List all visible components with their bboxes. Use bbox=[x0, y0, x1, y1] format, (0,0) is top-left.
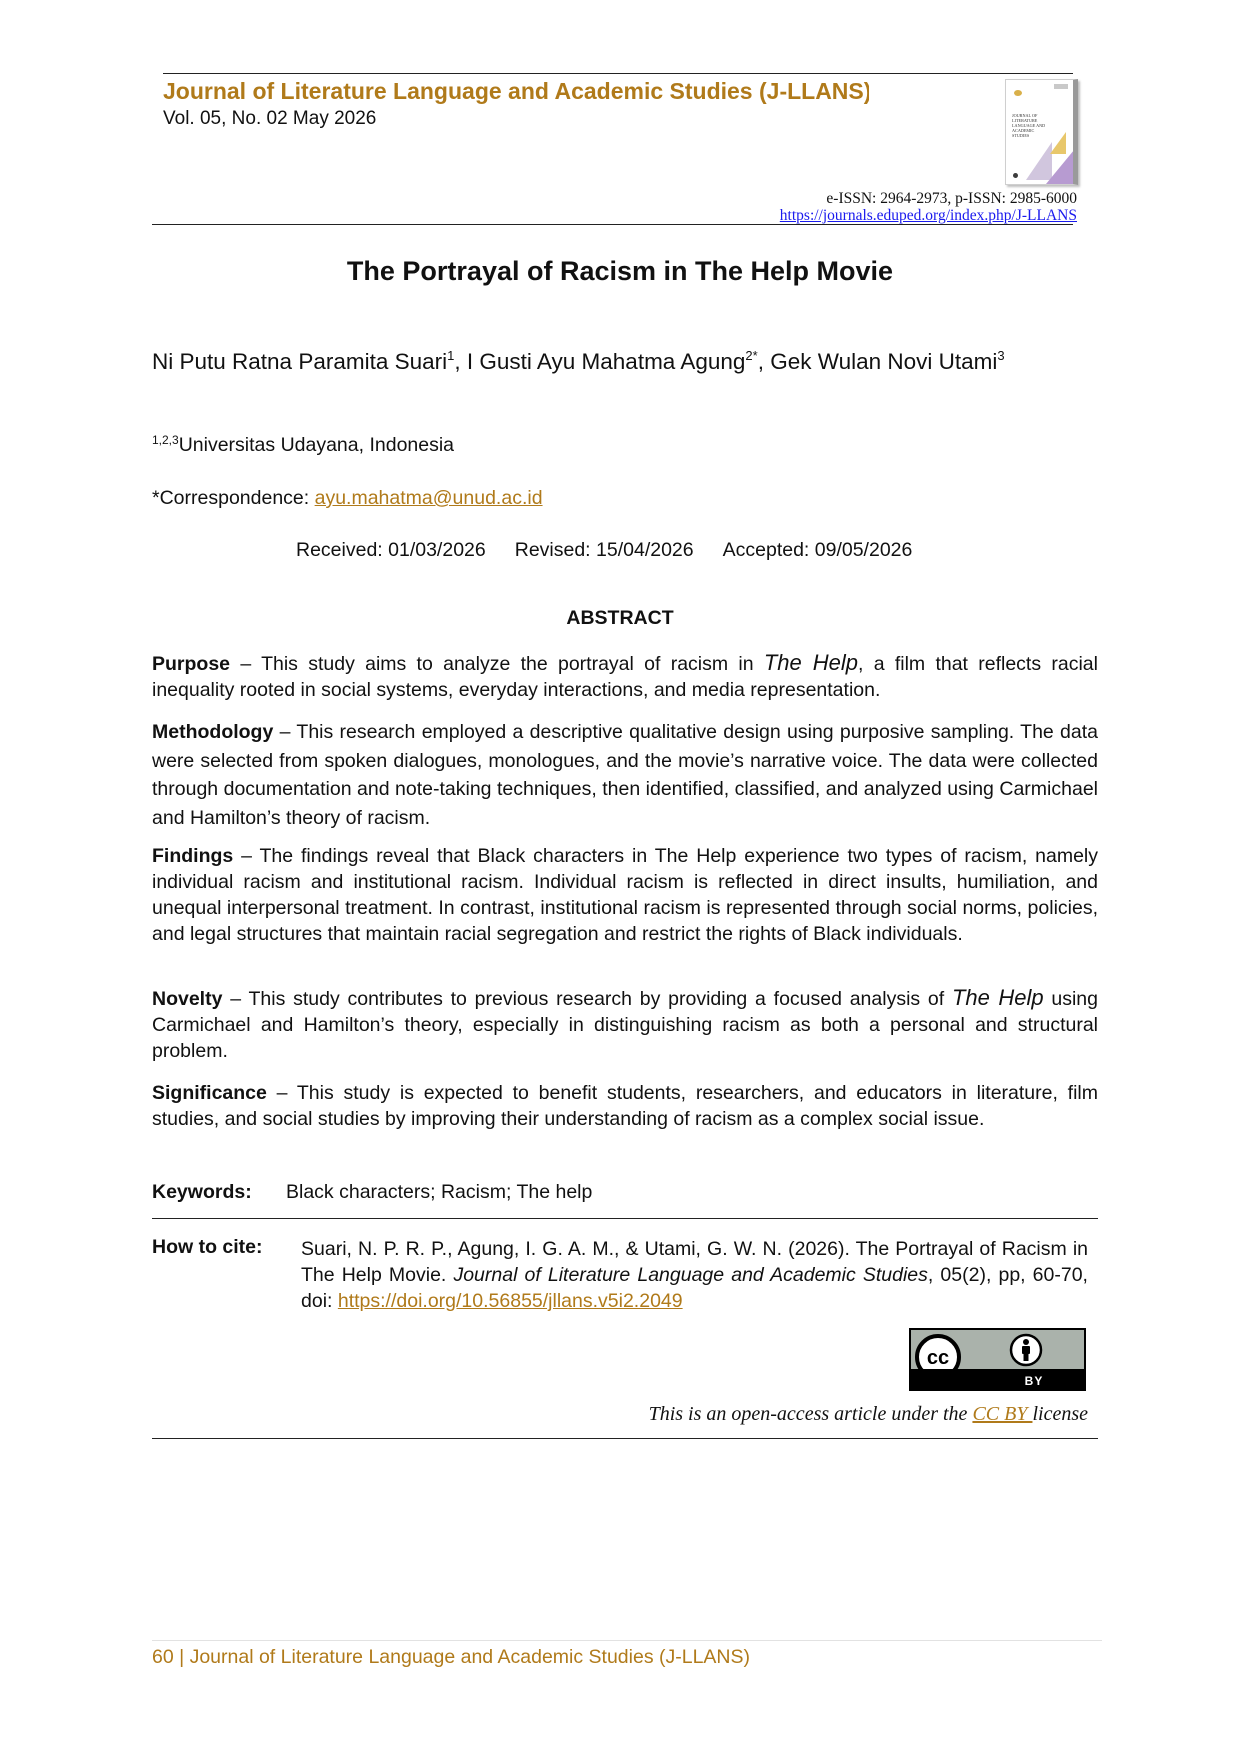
journal-cover-image: Journal of Literature Language and Acade… bbox=[1005, 79, 1078, 185]
abstract-novelty: Novelty – This study contributes to prev… bbox=[152, 985, 1098, 1062]
cover-title: Journal of Literature Language and Acade… bbox=[1012, 113, 1046, 138]
citation-text: Suari, N. P. R. P., Agung, I. G. A. M., … bbox=[301, 1238, 1088, 1312]
author-name: I Gusti Ayu Mahatma Agung bbox=[466, 349, 746, 374]
received-date: Received: 01/03/2026 bbox=[296, 539, 486, 561]
affiliation: 1,2,3Universitas Udayana, Indonesia bbox=[152, 433, 455, 456]
open-access-note: This is an open-access article under the… bbox=[648, 1403, 1088, 1425]
journal-url-link[interactable]: https://journals.eduped.org/index.php/J-… bbox=[779, 207, 1077, 224]
accepted-date: Accepted: 09/05/2026 bbox=[722, 539, 913, 561]
abstract-heading: ABSTRACT bbox=[566, 607, 674, 629]
footer-rule bbox=[152, 1640, 1102, 1641]
issn-info: e-ISSN: 2964-2973, p-ISSN: 2985-6000 bbox=[826, 190, 1077, 207]
author-sup: 2* bbox=[745, 348, 758, 363]
license-rule bbox=[152, 1438, 1098, 1439]
publisher-logo-icon bbox=[1013, 173, 1018, 178]
keywords-rule bbox=[152, 1218, 1098, 1219]
keywords-value: Black characters; Racism; The help bbox=[286, 1181, 593, 1203]
attribution-person-icon bbox=[1009, 1333, 1043, 1367]
volume-info: Vol. 05, No. 02 May 2026 bbox=[163, 108, 377, 129]
page-footer: 60 | Journal of Literature Language and … bbox=[152, 1646, 751, 1668]
correspondence: *Correspondence: ayu.mahatma@unud.ac.id bbox=[152, 487, 543, 509]
how-to-cite-label: How to cite: bbox=[152, 1236, 263, 1258]
cc-by-label: BY bbox=[1024, 1374, 1044, 1388]
doi-link[interactable]: https://doi.org/10.56855/jllans.v5i2.204… bbox=[337, 1290, 683, 1312]
author-sup: 3 bbox=[997, 348, 1005, 363]
abstract-purpose: Purpose – This study aims to analyze the… bbox=[152, 650, 1098, 701]
cc-by-license-link[interactable]: CC BY bbox=[972, 1403, 1033, 1425]
journal-title: Journal of Literature Language and Acade… bbox=[163, 78, 869, 104]
correspondence-email-link[interactable]: ayu.mahatma@unud.ac.id bbox=[314, 487, 543, 509]
header-top-rule bbox=[163, 73, 1073, 74]
author-list: Ni Putu Ratna Paramita Suari1, I Gusti A… bbox=[152, 348, 1005, 374]
svg-text:cc: cc bbox=[927, 1347, 949, 1369]
header-bottom-rule bbox=[152, 224, 1073, 225]
article-dates: Received: 01/03/2026 Revised: 15/04/2026 A… bbox=[296, 539, 912, 562]
author-name: Ni Putu Ratna Paramita Suari bbox=[152, 349, 448, 374]
revised-date: Revised: 15/04/2026 bbox=[514, 539, 694, 561]
abstract-significance: Significance – This study is expected to… bbox=[152, 1082, 1098, 1130]
author-sup: 1 bbox=[447, 348, 455, 363]
keywords-label: Keywords: bbox=[152, 1181, 252, 1203]
abstract-methodology: Methodology – This research employed a d… bbox=[152, 721, 1098, 829]
author-name: Gek Wulan Novi Utami bbox=[770, 349, 998, 374]
abstract-findings: Findings – The findings reveal that Blac… bbox=[152, 845, 1098, 945]
paper-title: The Portrayal of Racism in The Help Movi… bbox=[346, 256, 894, 286]
cc-by-license-badge[interactable]: cc BY bbox=[909, 1328, 1086, 1391]
